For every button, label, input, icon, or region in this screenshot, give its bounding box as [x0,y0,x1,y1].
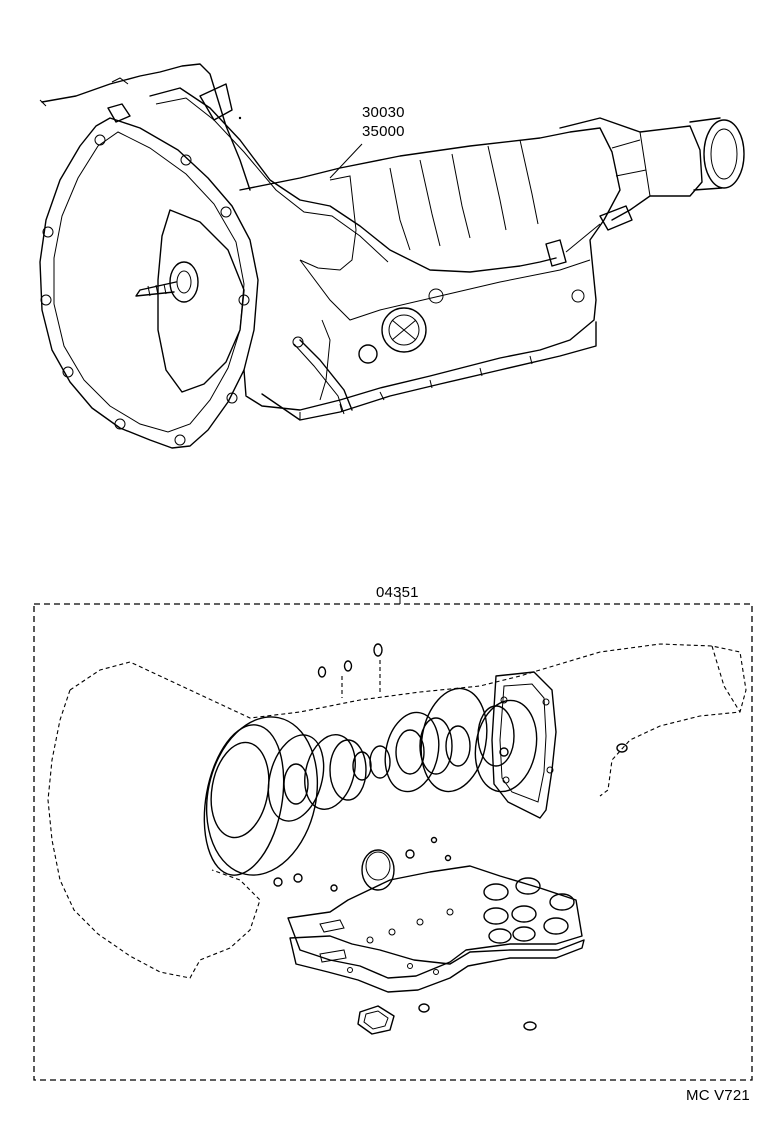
part-number-label-30030: 30030 [362,104,405,121]
kit-frame [33,603,753,1081]
figure-code-label: MC V721 [686,1087,750,1104]
part-number-label-35000: 35000 [362,123,405,140]
kit-part-number-label: 04351 [376,584,419,601]
gasket-kit-parts [203,643,628,1035]
transmission-assembly [39,63,745,449]
ghost-transmission-outline [47,643,747,979]
leader-line-30030 [329,143,363,179]
